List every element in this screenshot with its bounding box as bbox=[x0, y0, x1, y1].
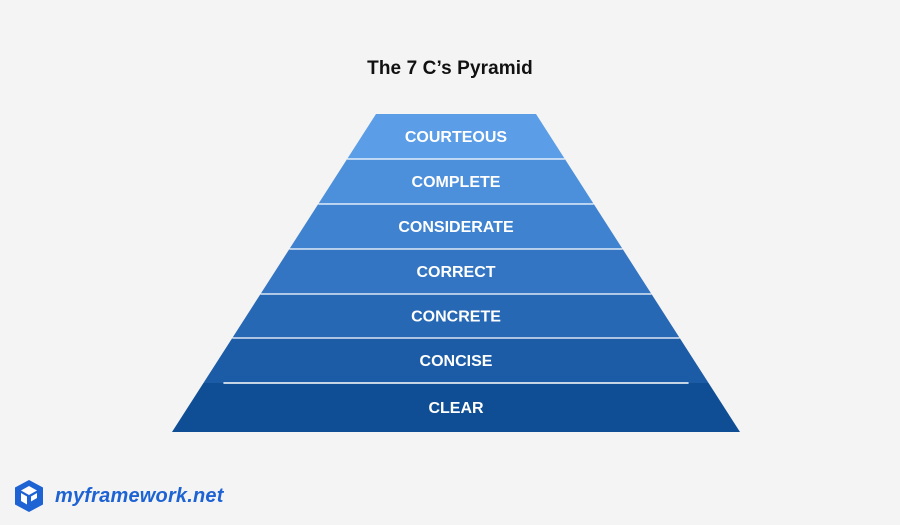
pyramid-level-clear bbox=[172, 383, 740, 432]
level-label-clear: CLEAR bbox=[428, 400, 484, 417]
pyramid-level-concise bbox=[203, 338, 709, 383]
pyramid-level-concrete bbox=[232, 294, 680, 338]
level-label-complete: COMPLETE bbox=[412, 174, 501, 191]
level-label-considerate: CONSIDERATE bbox=[398, 219, 514, 236]
brand-name: myframework.net bbox=[55, 484, 224, 507]
pyramid-dividers bbox=[223, 158, 689, 384]
brand-footer[interactable]: myframework.net bbox=[12, 478, 224, 514]
pyramid-labels: COURTEOUS COMPLETE CONSIDERATE CORRECT C… bbox=[398, 129, 514, 417]
pyramid-level-courteous bbox=[347, 114, 565, 159]
pyramid-level-considerate bbox=[289, 204, 623, 249]
pyramid-level-complete bbox=[318, 159, 594, 204]
cube-logo-icon bbox=[15, 480, 43, 512]
pyramid-bands bbox=[172, 114, 740, 432]
level-label-concrete: CONCRETE bbox=[411, 309, 501, 326]
level-label-concise: CONCISE bbox=[420, 353, 493, 370]
level-label-courteous: COURTEOUS bbox=[405, 129, 508, 146]
level-label-correct: CORRECT bbox=[416, 264, 495, 281]
diagram-title: The 7 C’s Pyramid bbox=[367, 58, 533, 79]
pyramid-level-correct bbox=[260, 249, 652, 294]
